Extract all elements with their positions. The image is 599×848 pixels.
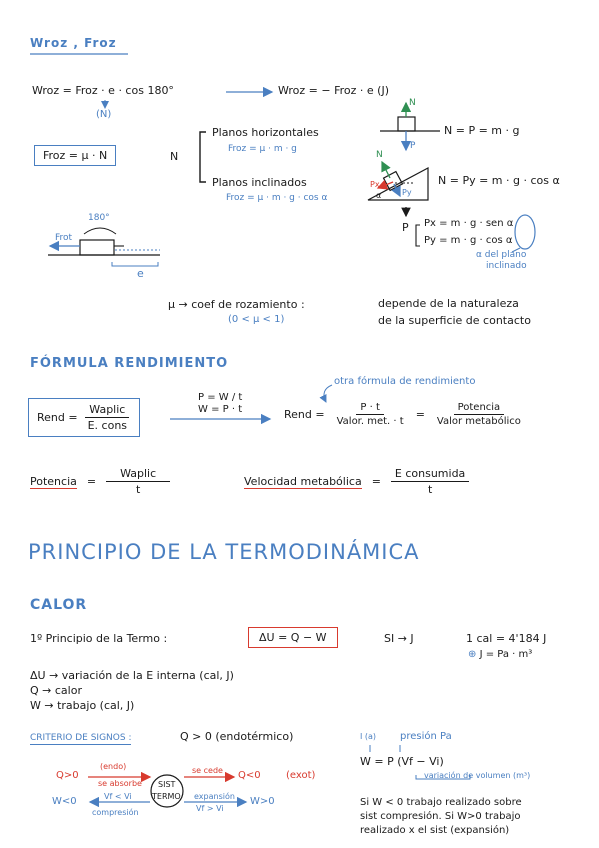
- section-title-termodinamica: Principio de la Termodinámica: [28, 540, 420, 564]
- criterio-value: Q > 0 (endotérmico): [180, 730, 294, 743]
- potencia-def-num: Waplic: [106, 467, 171, 482]
- velocidad-fraction: E consumida t: [390, 467, 470, 496]
- px-formula: Px = m · g · sen α: [424, 218, 514, 229]
- velocidad-den: t: [427, 483, 433, 496]
- depende-line-2: de la superficie de contacto: [378, 314, 531, 327]
- w-positive: W>0: [250, 796, 275, 807]
- froz-horizontal: Froz = μ · m · g: [228, 144, 297, 154]
- si-joules: SI → J: [384, 632, 414, 645]
- cal-to-joule: 1 cal = 4'184 J: [466, 632, 547, 645]
- pt-num: P · t: [356, 402, 384, 415]
- alpha-angle-label: α: [376, 191, 382, 200]
- si-pa-note: I (a): [360, 732, 377, 741]
- vf-gt-vi: Vf > Vi: [196, 804, 224, 813]
- potencia-term: Potencia: [30, 474, 77, 489]
- compresion-label: compresión: [92, 808, 139, 817]
- w-negative: W<0: [52, 796, 77, 807]
- force-n-incl-label: N: [376, 150, 383, 160]
- velocidad-num: E consumida: [390, 467, 470, 482]
- criterio-signos-label: Criterio de signos :: [30, 733, 132, 745]
- sist-label: SIST: [158, 780, 176, 789]
- rend-alt-formula: Rend = P · t Valor. met. · t = Potencia …: [284, 402, 525, 427]
- vf-lt-vi: Vf < Vi: [104, 792, 132, 801]
- q-negative: Q<0: [238, 770, 261, 781]
- otra-formula-note: otra fórmula de rendimiento: [334, 376, 476, 387]
- force-px-label: Px: [370, 180, 380, 189]
- w-equals: W = P · t: [198, 404, 243, 415]
- py-formula: Py = m · g · cos α: [424, 235, 513, 246]
- presion-note: presión Pa: [400, 731, 452, 742]
- work-pressure-formula: W = P (Vf − Vi): [360, 755, 444, 768]
- work-note-line-2: sist compresión. Si W>0 trabajo: [360, 811, 521, 822]
- econs-den: E. cons: [87, 419, 128, 432]
- exot-label: (exot): [286, 770, 316, 781]
- n-equals-p: N = P = m · g: [444, 124, 520, 137]
- planos-horizontales: Planos horizontales: [212, 126, 319, 139]
- q-definition: Q → calor: [30, 684, 82, 697]
- w-definition: W → trabajo (cal, J): [30, 699, 135, 712]
- froz-box: Froz = μ · N: [34, 145, 117, 166]
- alpha-note-1: α del plano: [476, 250, 527, 260]
- planos-inclinados: Planos inclinados: [212, 176, 307, 189]
- variacion-volumen-note: variación de volumen (m³): [424, 771, 531, 780]
- p-below-label: P: [402, 221, 409, 234]
- section-title-rendimiento: Fórmula rendimiento: [30, 356, 229, 371]
- unit-newton: (N): [96, 109, 112, 120]
- rend-alt-label: Rend =: [284, 408, 325, 421]
- potencia-def-fraction: Waplic t: [106, 467, 171, 496]
- n-label: N: [170, 150, 179, 163]
- delta-u-definition: ΔU → variación de la E interna (cal, J): [30, 669, 234, 682]
- section-title-wroz-froz: Wroz , Froz: [30, 36, 117, 50]
- mu-coef: μ → coef de rozamiento :: [168, 298, 305, 311]
- velocidad-term: Velocidad metabólica: [244, 474, 362, 489]
- rend-fraction: Waplic E. cons: [84, 403, 131, 432]
- q-positive: Q>0: [56, 770, 79, 781]
- force-p-label: P: [410, 141, 416, 151]
- rend-box: Rend = Waplic E. cons: [28, 398, 141, 437]
- rend-label: Rend =: [37, 411, 78, 424]
- froz-inclinado: Froz = μ · m · g · cos α: [226, 193, 328, 203]
- equals-sign: =: [415, 408, 425, 421]
- potencia-num: Potencia: [453, 402, 505, 415]
- potencia-def-den: t: [135, 483, 141, 496]
- p-equals: P = W / t: [198, 392, 243, 403]
- potencia-formula: Potencia = Waplic t: [30, 467, 171, 496]
- termo-label: TERMO: [152, 792, 181, 801]
- valor-met-den: Valor. met. · t: [336, 416, 404, 427]
- e-distance-label: e: [137, 267, 144, 280]
- angle-180-label: 180°: [88, 213, 110, 223]
- se-cede-label: se cede: [192, 766, 223, 775]
- endo-label: (endo): [100, 762, 127, 771]
- primer-principio-formula-box: ΔU = Q − W: [248, 627, 338, 648]
- rend-alt-fraction: P · t Valor. met. · t: [333, 402, 408, 427]
- joule-definition: ⊕ J = Pa · m³: [468, 649, 533, 660]
- formula-wroz-result: Wroz = − Froz · e (J): [278, 84, 389, 97]
- mu-range: (0 < μ < 1): [228, 314, 285, 325]
- expansion-label: expansión: [194, 792, 235, 801]
- subsection-title-calor: Calor: [30, 597, 88, 613]
- plus-circle-icon: ⊕: [468, 649, 480, 660]
- alpha-note-2: inclinado: [486, 261, 527, 271]
- work-note-line-1: Si W < 0 trabajo realizado sobre: [360, 797, 522, 808]
- formula-wroz: Wroz = Froz · e · cos 180°: [32, 84, 174, 97]
- depende-line-1: depende de la naturaleza: [378, 297, 519, 310]
- n-equals-py: N = Py = m · g · cos α: [438, 174, 560, 187]
- work-note-line-3: realizado x el sist (expansión): [360, 825, 510, 836]
- potencia-fraction: Potencia Valor metabólico: [433, 402, 525, 427]
- se-absorbe-label: se absorbe: [98, 779, 142, 788]
- force-py-label: Py: [402, 188, 412, 197]
- primer-principio: 1º Principio de la Termo :: [30, 632, 168, 645]
- waplic-num: Waplic: [85, 403, 130, 418]
- velocidad-formula: Velocidad metabólica = E consumida t: [244, 467, 470, 496]
- force-n-label: N: [409, 98, 416, 108]
- frot-label: Frot: [55, 233, 73, 243]
- valor-metabolico-den: Valor metabólico: [436, 416, 521, 427]
